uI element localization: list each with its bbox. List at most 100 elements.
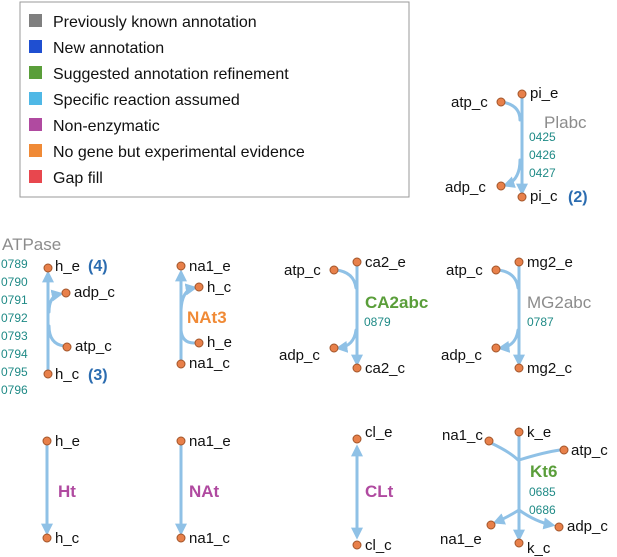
label-adp: adp_c xyxy=(279,347,320,364)
legend: Previously known annotation New annotati… xyxy=(19,1,410,198)
node-na1-e xyxy=(176,261,186,271)
label-ca2-e: ca2_e xyxy=(365,254,406,271)
edge-in xyxy=(179,328,196,345)
gene-4: 0793 xyxy=(1,329,28,343)
edge-out-adp xyxy=(517,508,556,530)
node-pi-c xyxy=(517,192,527,202)
reaction-name: ATPase xyxy=(2,235,61,254)
edge-out xyxy=(335,328,358,353)
stoich-pi-c: (2) xyxy=(568,189,588,206)
node-atp xyxy=(491,265,501,275)
edge-out-na xyxy=(492,508,521,525)
edge-out xyxy=(47,289,64,314)
reaction-mg2abc: atp_c mg2_e MG2abc 0787 adp_c mg2_c xyxy=(441,254,592,377)
label-top: cl_e xyxy=(365,424,393,441)
node-adp xyxy=(496,181,506,191)
reaction-name: NAt xyxy=(189,482,220,501)
legend-label: Specific reaction assumed xyxy=(53,92,240,109)
legend-label: Gap fill xyxy=(53,170,103,187)
reaction-nat: na1_e NAt na1_c xyxy=(175,433,231,547)
gene-1: 0686 xyxy=(529,503,556,517)
legend-label: New annotation xyxy=(53,40,164,57)
node-mg2-e xyxy=(514,257,524,267)
reaction-name: NAt3 xyxy=(187,308,227,327)
legend-item-refinement: Suggested annotation refinement xyxy=(29,66,289,83)
legend-item-specific: Specific reaction assumed xyxy=(29,92,240,109)
node-atp xyxy=(496,97,506,107)
gene-0: 0685 xyxy=(529,485,556,499)
reaction-name: MG2abc xyxy=(527,293,592,312)
edge-in xyxy=(500,100,522,122)
legend-swatch xyxy=(29,14,42,27)
node-ca2-c xyxy=(352,363,362,373)
reaction-name: CA2abc xyxy=(365,293,428,312)
gene-0: 0425 xyxy=(529,130,556,144)
label-adp: adp_c xyxy=(74,284,115,301)
label-k-e: k_e xyxy=(527,424,551,441)
node-ca2-e xyxy=(352,257,362,267)
node-atp xyxy=(559,445,569,455)
label-na1-c: na1_c xyxy=(189,355,230,372)
node-h-c xyxy=(194,282,204,292)
legend-swatch xyxy=(29,170,42,183)
legend-swatch xyxy=(29,92,42,105)
stoich-h-c: (3) xyxy=(88,367,108,384)
node-atp xyxy=(329,265,339,275)
edge-in-na xyxy=(489,441,520,462)
label-top: h_e xyxy=(55,433,80,450)
label-atp: atp_c xyxy=(75,338,112,355)
gene-0: 0787 xyxy=(527,315,554,329)
edge-out xyxy=(179,283,198,312)
reaction-atpase: ATPase 0789 0790 0791 0792 0793 0794 079… xyxy=(1,235,115,397)
node-adp xyxy=(554,522,564,532)
node-bottom xyxy=(42,533,52,543)
legend-item-known: Previously known annotation xyxy=(29,14,257,31)
node-na1-c xyxy=(176,359,186,369)
legend-box xyxy=(19,1,410,198)
gene-1: 0426 xyxy=(529,148,556,162)
edge-in xyxy=(47,324,66,348)
node-atp xyxy=(62,342,72,352)
reaction-ca2abc: atp_c ca2_e CA2abc 0879 adp_c ca2_c xyxy=(279,254,428,377)
reaction-name: CLt xyxy=(365,482,394,501)
node-top xyxy=(42,436,52,446)
node-na1-e xyxy=(486,520,496,530)
stoich-h-e: (4) xyxy=(88,258,108,275)
label-adp: adp_c xyxy=(567,518,608,535)
label-h-c: h_c xyxy=(55,366,80,383)
label-h-e: h_e xyxy=(55,258,80,275)
legend-swatch xyxy=(29,144,42,157)
edge-out xyxy=(502,158,522,188)
legend-item-gapfill: Gap fill xyxy=(29,170,103,187)
legend-label: No gene but experimental evidence xyxy=(53,144,305,161)
label-bottom: h_c xyxy=(55,530,80,547)
edge-in xyxy=(496,268,520,290)
legend-item-nonenzymatic: Non-enzymatic xyxy=(29,118,160,135)
edge-in-atp xyxy=(517,448,562,462)
edge-in xyxy=(334,268,358,290)
legend-label: Previously known annotation xyxy=(53,14,257,31)
label-adp: adp_c xyxy=(441,347,482,364)
legend-item-new: New annotation xyxy=(29,40,164,57)
label-mg2-c: mg2_c xyxy=(527,360,573,377)
node-k-c xyxy=(514,538,524,548)
label-bottom: na1_c xyxy=(189,530,230,547)
node-na1-c xyxy=(484,436,494,446)
label-na1-e: na1_e xyxy=(440,531,482,548)
gene-1: 0790 xyxy=(1,275,28,289)
reaction-name: Kt6 xyxy=(530,462,557,481)
reaction-name: Plabc xyxy=(544,113,587,132)
legend-swatch xyxy=(29,40,42,53)
label-atp: atp_c xyxy=(571,442,608,459)
reaction-name: Ht xyxy=(58,482,76,501)
node-adp xyxy=(491,343,501,353)
node-bottom xyxy=(176,533,186,543)
node-top xyxy=(176,436,186,446)
reaction-ht: h_e Ht h_c xyxy=(41,433,80,547)
node-bottom xyxy=(352,540,362,550)
legend-swatch xyxy=(29,118,42,131)
label-atp: atp_c xyxy=(446,262,483,279)
legend-label: Suggested annotation refinement xyxy=(53,66,289,83)
label-atp: atp_c xyxy=(284,262,321,279)
